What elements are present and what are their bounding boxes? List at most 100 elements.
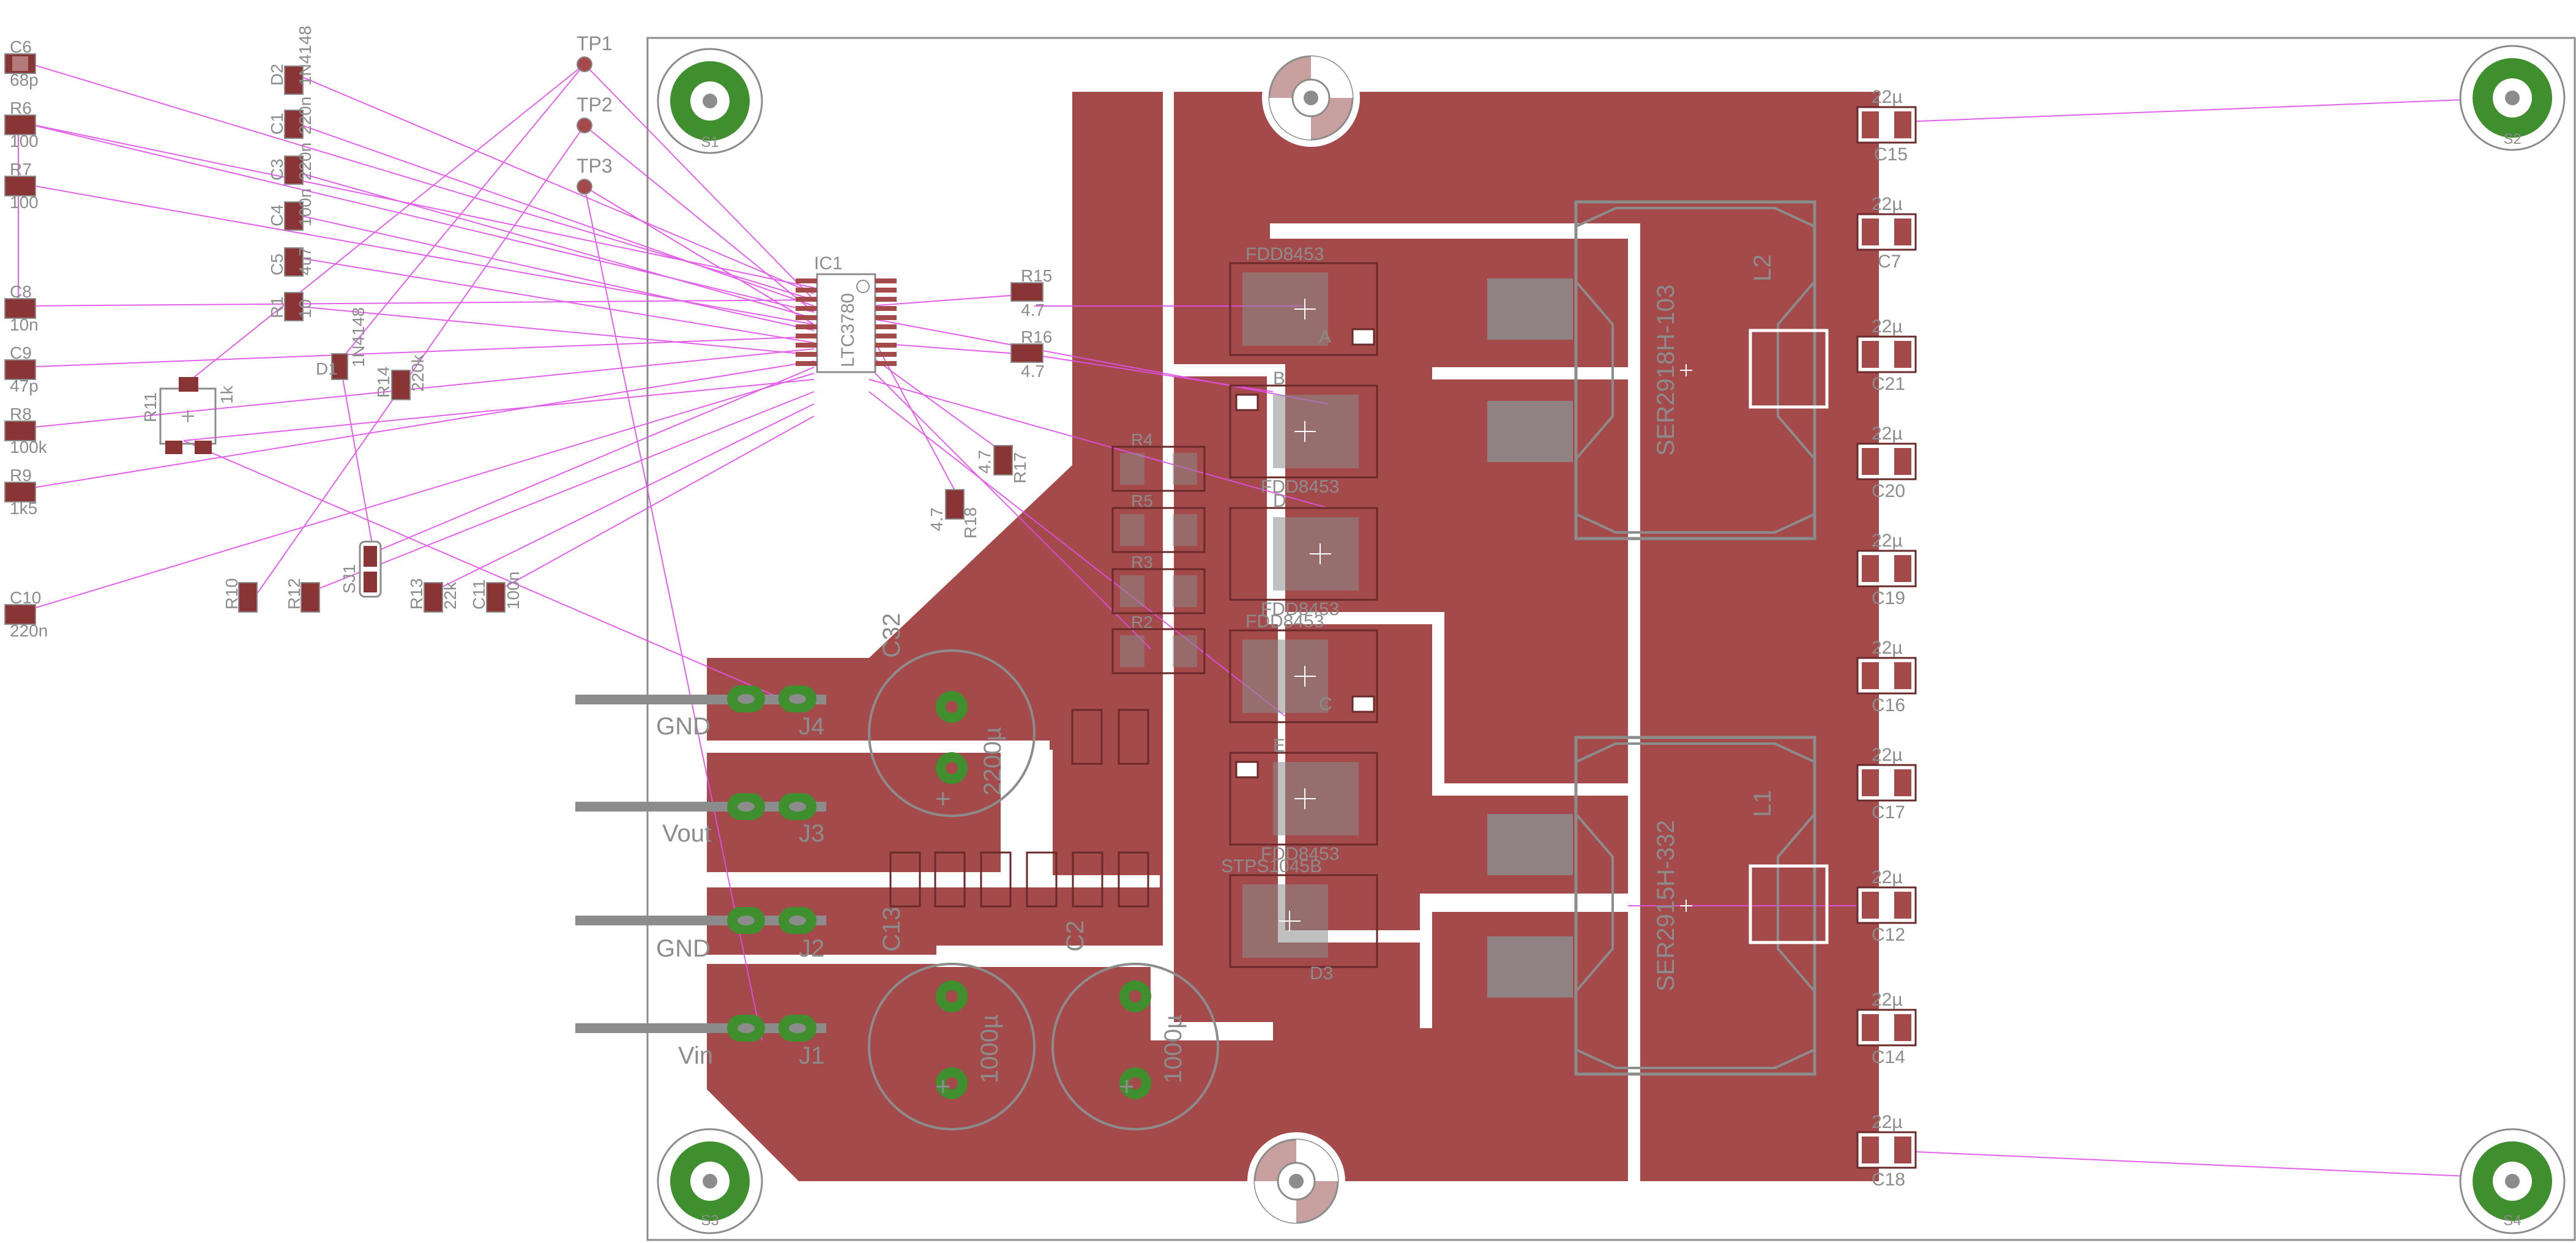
- connector-ref: J1: [799, 1042, 824, 1069]
- copper-pour-right-strip[interactable]: [1640, 92, 1879, 1181]
- component-ref: R2: [1131, 613, 1153, 632]
- connector-j3[interactable]: Vout J3: [575, 793, 826, 847]
- copper-pour-vin[interactable]: [707, 906, 1628, 1181]
- smd-component[interactable]: R8 100k: [4, 405, 48, 457]
- smd-component[interactable]: C6 68p: [4, 37, 39, 89]
- capacitor-smd[interactable]: 22µ C21: [1856, 316, 1917, 394]
- component-ref: R4: [1131, 430, 1153, 449]
- resistor-r16[interactable]: R16 4.7: [1010, 327, 1052, 381]
- gate-resistors[interactable]: R15 4.7 R16 4.7 4.7 R17 4.7 R18: [927, 266, 1052, 539]
- inductor-l1[interactable]: L1 SER2915H-332: [1487, 736, 1829, 1076]
- resistor-r10[interactable]: R10: [222, 578, 258, 613]
- smd-component[interactable]: R7 100: [4, 160, 39, 212]
- test-point[interactable]: TP1: [577, 32, 613, 72]
- component-ref: C13: [878, 907, 905, 952]
- mosfet-q2[interactable]: B FDD8453: [1229, 368, 1378, 497]
- connector-label: GND: [656, 713, 711, 740]
- component-ref: C2: [1062, 920, 1089, 952]
- lower-left-components[interactable]: R10 R12 SJ1 R13 22k C11 100n: [222, 540, 523, 613]
- sense-resistor[interactable]: R5: [1111, 491, 1206, 553]
- connector-label: Vout: [662, 820, 711, 847]
- smd-component[interactable]: C4 100n: [267, 189, 315, 231]
- mosfet-q3[interactable]: D FDD8453: [1229, 491, 1378, 619]
- mount-hole-bottom-right[interactable]: S4: [2459, 1128, 2566, 1234]
- component-value: 1k5: [10, 499, 37, 518]
- mount-hole-top-center[interactable]: [1262, 49, 1360, 147]
- capacitor-smd[interactable]: 22µ C17: [1856, 745, 1917, 823]
- polarity-plus: +: [935, 1072, 951, 1102]
- capacitor-smd[interactable]: 22µ C12: [1856, 867, 1917, 945]
- smd-component[interactable]: R1 10: [267, 292, 315, 321]
- output-capacitors[interactable]: 22µ C15 22µ C7 22µ C21 22µ C20 22µ C19: [1856, 87, 1917, 1190]
- connector-j4[interactable]: GND J4: [575, 685, 826, 740]
- capacitor-smd[interactable]: 22µ C20: [1856, 424, 1917, 501]
- trimmer-r11[interactable]: R11 1k: [141, 377, 236, 454]
- resistor-r12[interactable]: R12: [285, 578, 320, 613]
- ic1-controller[interactable]: IC1 LTC3780: [796, 253, 897, 373]
- resistor-r14[interactable]: R14 220k: [374, 354, 427, 400]
- test-points[interactable]: TP1 TP2 TP3: [577, 32, 613, 195]
- inductor-l2[interactable]: L2 SER2918H-103: [1487, 200, 1829, 540]
- bulk-capacitors[interactable]: + C32 2200µ + C13 1000µ + C2 1000µ: [868, 613, 1219, 1130]
- capacitor-c11[interactable]: C11 100n: [469, 572, 523, 613]
- smd-component[interactable]: C8 10n: [4, 282, 39, 334]
- smd-component[interactable]: R9 1k5: [4, 466, 37, 518]
- connector-label: Vin: [678, 1042, 713, 1069]
- component-value: 4u7: [296, 247, 315, 275]
- capacitor-smd[interactable]: 22µ C18: [1856, 1112, 1917, 1190]
- capacitor-smd[interactable]: 22µ C14: [1856, 990, 1917, 1067]
- mount-hole-top-left[interactable]: S1: [657, 48, 763, 154]
- component-ref: R16: [1021, 327, 1052, 346]
- test-point[interactable]: TP3: [577, 155, 613, 195]
- solder-jumper-sj1[interactable]: SJ1: [340, 540, 382, 598]
- resistor-r13[interactable]: R13 22k: [407, 578, 460, 613]
- smd-component[interactable]: C10 220n: [4, 588, 48, 640]
- smd-component[interactable]: C9 47p: [4, 343, 39, 395]
- capacitor-c13[interactable]: + C13 1000µ: [868, 907, 1036, 1130]
- sense-resistor[interactable]: R2: [1111, 613, 1206, 674]
- capacitor-c32[interactable]: + C32 2200µ: [868, 613, 1036, 817]
- left-components[interactable]: C6 68p R6 100 R7 100 C8 10n C9 47p R8 10…: [4, 37, 48, 640]
- capacitor-smd[interactable]: 22µ C7: [1856, 194, 1917, 272]
- mosfet-q1[interactable]: FDD8453 A: [1229, 244, 1378, 356]
- capacitor-c2[interactable]: + C2 1000µ: [1051, 920, 1219, 1130]
- smd-component[interactable]: R6 100: [4, 99, 39, 151]
- component-value: 47p: [10, 376, 39, 395]
- component-value: 10n: [10, 315, 39, 334]
- mosfet-q4[interactable]: FDD8453 C: [1229, 611, 1378, 723]
- capacitor-smd[interactable]: 22µ C15: [1856, 87, 1917, 165]
- mosfets[interactable]: FDD8453 A B FDD8453 D FDD8453 FDD8453 C: [1221, 244, 1378, 984]
- connector-j1[interactable]: Vin J1: [575, 1015, 826, 1069]
- mosfet-q5[interactable]: E FDD8453: [1229, 736, 1378, 864]
- component-ref: C9: [10, 343, 32, 362]
- component-ref: R8: [10, 405, 32, 424]
- column-components[interactable]: D2 1N4148 C1 220n C3 220n C4 100n C5 4u7…: [267, 26, 315, 321]
- diode-d3[interactable]: STPS1045B D3: [1221, 856, 1378, 984]
- resistor-r17[interactable]: 4.7 R17: [975, 445, 1029, 483]
- smd-component[interactable]: C5 4u7: [267, 247, 315, 277]
- component-ref: R10: [222, 578, 241, 610]
- smd-component[interactable]: C3 220n: [267, 143, 315, 185]
- connector-j2[interactable]: GND J2: [575, 907, 826, 962]
- component-ref: R7: [10, 160, 32, 179]
- capacitor-smd[interactable]: 22µ C19: [1856, 531, 1917, 608]
- smd-component[interactable]: C1 220n: [267, 97, 315, 139]
- component-ref: C16: [1872, 695, 1905, 715]
- diode-d1[interactable]: D1 1N4148: [316, 307, 368, 380]
- sense-resistors[interactable]: R4 R5 R3 R2: [1111, 430, 1206, 674]
- sense-resistor[interactable]: R4: [1111, 430, 1206, 492]
- capacitor-smd[interactable]: 22µ C16: [1856, 638, 1917, 715]
- mount-hole-bottom-center[interactable]: [1247, 1132, 1345, 1230]
- resistor-r18[interactable]: 4.7 R18: [927, 489, 980, 539]
- component-value: 220n: [296, 97, 315, 135]
- resistor-r15[interactable]: R15 4.7: [1010, 266, 1052, 319]
- smd-component[interactable]: D2 1N4148: [267, 26, 315, 95]
- sense-resistor[interactable]: R3: [1111, 553, 1206, 614]
- connectors[interactable]: GND J4 Vout J3 GND J2 Vin J1: [575, 685, 826, 1069]
- mosfet-label: C: [1319, 694, 1332, 714]
- mount-hole-top-right[interactable]: S2: [2459, 45, 2566, 151]
- mount-hole-bottom-left[interactable]: S3: [657, 1128, 763, 1234]
- test-point[interactable]: TP2: [577, 94, 613, 133]
- component-ref: C32: [878, 613, 905, 658]
